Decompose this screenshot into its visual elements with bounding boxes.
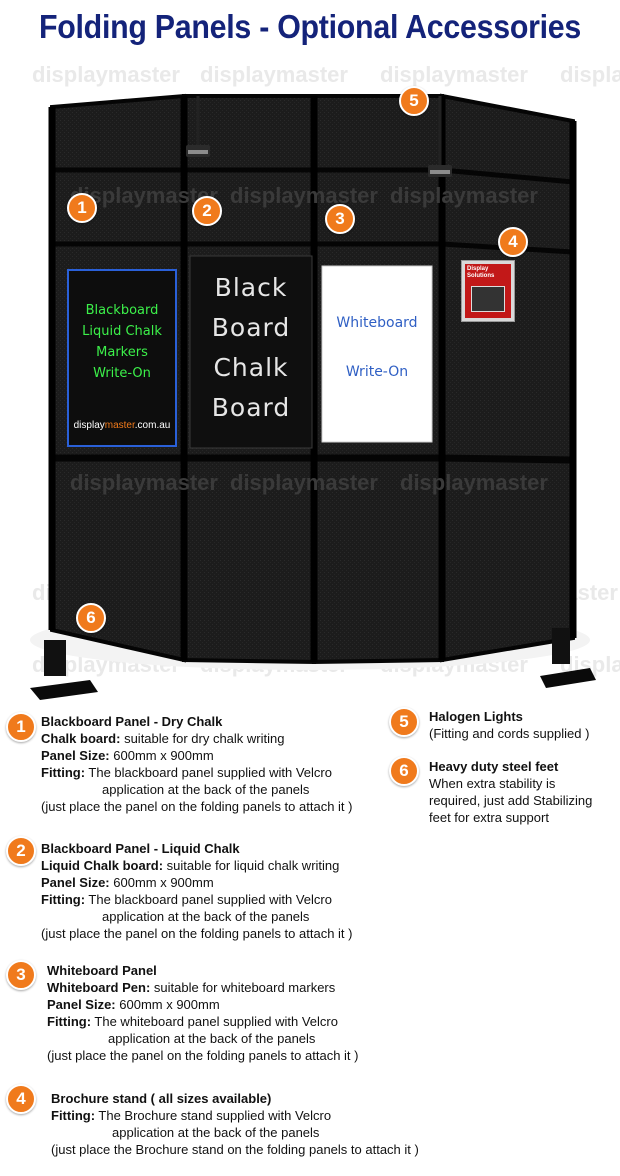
field-value: feet for extra support: [429, 810, 549, 825]
field-value: (Fitting and cords supplied ): [429, 726, 590, 741]
field-value: The whiteboard panel supplied with Velcr…: [91, 1014, 338, 1029]
brochure-cover-image: [471, 286, 505, 312]
board-line: Markers: [96, 345, 148, 360]
site-name-c: .com.au: [134, 420, 171, 431]
field-value: application at the back of the panels: [102, 782, 310, 797]
field-note: (just place the Brochure stand on the fo…: [51, 1142, 419, 1157]
chalk-line: Board: [211, 393, 291, 422]
badge-6: 6: [76, 603, 106, 633]
badge-3: 3: [325, 204, 355, 234]
field-label: Fitting:: [47, 1014, 92, 1029]
field-value: 600mm x 900mm: [115, 997, 220, 1012]
accessory-title: Heavy duty steel feet: [429, 759, 559, 774]
field-label: Fitting:: [51, 1108, 96, 1123]
accessory-1-description: Blackboard Panel - Dry Chalk Chalk board…: [41, 713, 352, 815]
accessory-title: Blackboard Panel - Liquid Chalk: [41, 841, 240, 856]
field-value: application at the back of the panels: [108, 1031, 316, 1046]
field-value: application at the back of the panels: [102, 909, 310, 924]
watermark: displaymaster: [380, 62, 528, 87]
whiteboard-line-1: Whiteboard: [336, 315, 418, 331]
watermark: displaymaster: [32, 62, 180, 87]
field-note: (just place the panel on the folding pan…: [41, 799, 353, 814]
chalk-board-text: Black Board Chalk Board: [192, 268, 310, 428]
halogen-light-left: [186, 96, 210, 157]
field-value: 600mm x 900mm: [109, 875, 214, 890]
watermark: displaymaster: [230, 470, 378, 495]
chalk-line: Black: [214, 273, 288, 302]
field-label: Chalk board:: [41, 731, 121, 746]
field-value: suitable for liquid chalk writing: [163, 858, 340, 873]
field-label: Fitting:: [41, 765, 86, 780]
field-value: The blackboard panel supplied with Velcr…: [85, 765, 332, 780]
chalk-line: Board: [211, 313, 291, 342]
liquid-chalk-board-text: Blackboard Liquid Chalk Markers Write-On: [72, 300, 172, 384]
cover-line: Display: [467, 266, 489, 272]
field-label: Panel Size:: [47, 997, 116, 1012]
watermark: displaymaster: [400, 470, 548, 495]
board-line: Liquid Chalk: [82, 324, 162, 339]
chalk-line: Chalk: [213, 353, 289, 382]
list-badge-6: 6: [389, 756, 419, 786]
board-line: Write-On: [93, 366, 151, 381]
field-value: The blackboard panel supplied with Velcr…: [85, 892, 332, 907]
brochure-cover: Display Solutions: [465, 264, 511, 318]
dry-chalk-board: [189, 255, 313, 449]
field-value: 600mm x 900mm: [109, 748, 214, 763]
board-line: Blackboard: [85, 303, 159, 318]
field-label: Panel Size:: [41, 748, 110, 763]
list-badge-3: 3: [6, 960, 36, 990]
accessory-2-description: Blackboard Panel - Liquid Chalk Liquid C…: [41, 840, 352, 942]
site-url: displaymaster.com.au: [72, 420, 172, 431]
field-label: Liquid Chalk board:: [41, 858, 164, 873]
accessory-title: Blackboard Panel - Dry Chalk: [41, 714, 223, 729]
badge-1: 1: [67, 193, 97, 223]
accessory-title: Brochure stand ( all sizes available): [51, 1091, 272, 1106]
page-title: Folding Panels - Optional Accessories: [38, 8, 582, 45]
accessory-3-description: Whiteboard Panel Whiteboard Pen: suitabl…: [47, 962, 358, 1064]
site-name-a: display: [73, 420, 105, 431]
field-value: suitable for whiteboard markers: [150, 980, 336, 995]
site-name-b: master: [104, 420, 135, 431]
field-value: application at the back of the panels: [112, 1125, 320, 1140]
list-badge-4: 4: [6, 1084, 36, 1114]
field-value: required, just add Stabilizing: [429, 793, 593, 808]
badge-5: 5: [399, 86, 429, 116]
steel-foot-right: [540, 628, 596, 688]
watermark: displaymaster: [390, 183, 538, 208]
field-value: When extra stability is: [429, 776, 556, 791]
watermark: displaymaster: [200, 62, 348, 87]
brochure-cover-title: Display Solutions: [467, 266, 494, 280]
list-badge-2: 2: [6, 836, 36, 866]
brochure-stand: Display Solutions: [461, 260, 515, 322]
folding-panel-display-illustration: [30, 93, 596, 700]
cover-line: Solutions: [467, 273, 495, 279]
field-note: (just place the panel on the folding pan…: [47, 1048, 359, 1063]
halogen-light-right: [428, 96, 452, 177]
accessory-title: Halogen Lights: [429, 709, 523, 724]
field-label: Fitting:: [41, 892, 86, 907]
steel-foot-left: [30, 640, 98, 700]
watermark: displaymaster: [560, 62, 620, 87]
field-value: suitable for dry chalk writing: [120, 731, 285, 746]
accessory-5-description: Halogen Lights (Fitting and cords suppli…: [429, 708, 589, 742]
badge-2: 2: [192, 196, 222, 226]
accessory-title: Whiteboard Panel: [47, 963, 157, 978]
watermark: displaymaster: [70, 470, 218, 495]
accessory-6-description: Heavy duty steel feet When extra stabili…: [429, 758, 592, 826]
watermark: displaymaster: [230, 183, 378, 208]
list-badge-1: 1: [6, 712, 36, 742]
field-value: The Brochure stand supplied with Velcro: [95, 1108, 332, 1123]
badge-4: 4: [498, 227, 528, 257]
whiteboard-panel: [321, 265, 433, 443]
list-badge-5: 5: [389, 707, 419, 737]
whiteboard-line-2: Write-On: [345, 364, 409, 380]
field-note: (just place the panel on the folding pan…: [41, 926, 353, 941]
field-label: Whiteboard Pen:: [47, 980, 151, 995]
accessory-4-description: Brochure stand ( all sizes available) Fi…: [51, 1090, 419, 1158]
liquid-chalk-board: [67, 269, 177, 447]
field-label: Panel Size:: [41, 875, 110, 890]
